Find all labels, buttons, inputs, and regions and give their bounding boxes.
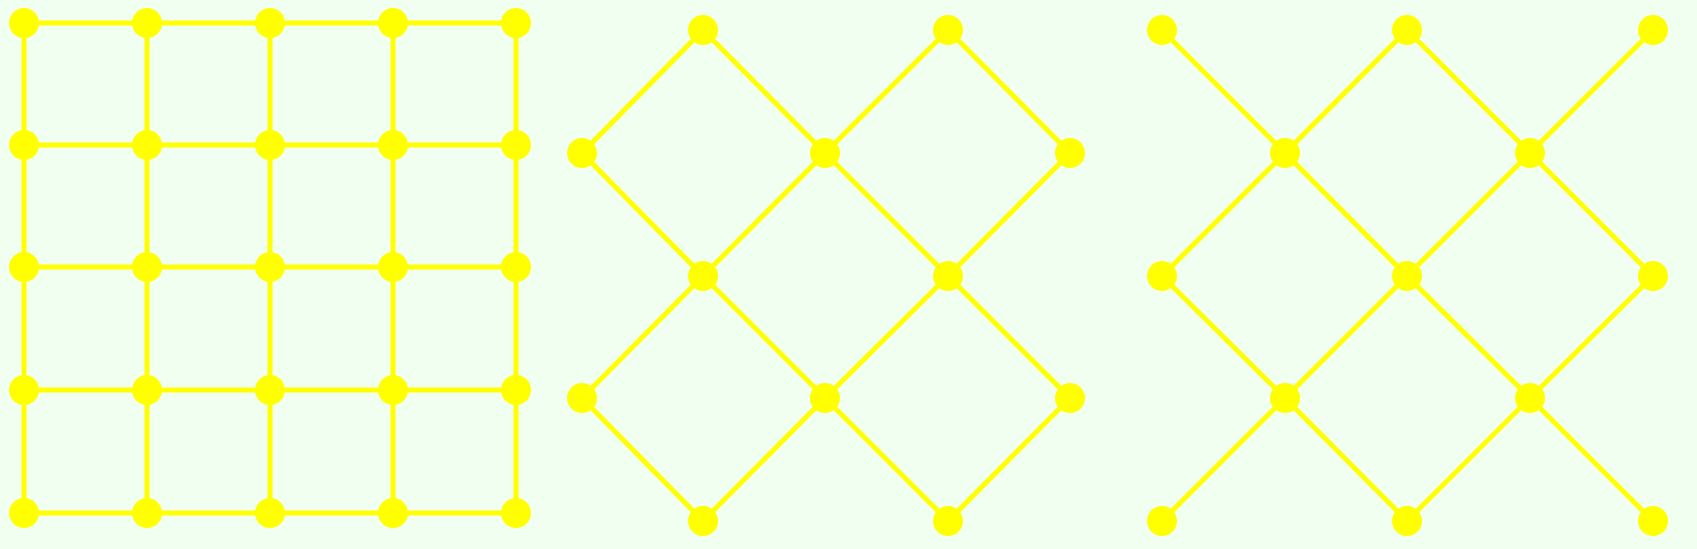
x-lattice-node [1270,383,1300,413]
diamond-edge [822,273,951,401]
grid-node [501,252,531,282]
grid-node [9,252,39,282]
diamond-edge [579,150,706,279]
diamond-node [810,138,840,168]
x-lattice-edge [1404,395,1533,524]
x-lattice-diagram [1147,15,1668,536]
grid-node [9,130,39,160]
diamond-node [1055,383,1085,413]
x-lattice-node [1392,261,1422,291]
diamond-edge [945,395,1073,524]
x-lattice-edge [1527,27,1656,156]
grid-node [255,252,285,282]
x-lattice-edge [1159,273,1288,401]
diamond-edge [700,273,828,401]
diamond-node [688,506,718,536]
x-lattice-node [1392,506,1422,536]
grid-node [378,8,408,38]
diamond-edge [700,395,828,524]
x-lattice-edge [1282,395,1410,524]
diamond-lattice-diagram [567,15,1085,536]
grid-node [255,498,285,528]
diamond-node [810,383,840,413]
x-lattice-edge [1527,273,1656,401]
diamond-node [933,506,963,536]
diamond-node [567,383,597,413]
grid-node [9,375,39,405]
diamond-node [688,261,718,291]
square-grid-diagram [9,8,531,528]
x-lattice-edge [1527,395,1656,524]
grid-node [255,130,285,160]
diamond-edge [579,273,706,401]
grid-node [378,375,408,405]
x-lattice-edge [1159,150,1288,279]
diamond-node [688,15,718,45]
diamond-edge [700,27,828,156]
x-lattice-edge [1404,27,1533,156]
x-lattice-edge [1159,395,1288,524]
diamond-edge [822,27,951,156]
grid-node [501,375,531,405]
x-lattice-node [1638,506,1668,536]
grid-node [255,375,285,405]
x-lattice-node [1638,15,1668,45]
diamond-edge [945,27,1073,156]
x-lattice-node [1638,261,1668,291]
grid-node [255,8,285,38]
x-lattice-node [1147,15,1177,45]
x-lattice-edge [1282,27,1410,156]
x-lattice-node [1270,138,1300,168]
x-lattice-edge [1404,150,1533,279]
grid-node [132,130,162,160]
x-lattice-node [1515,138,1545,168]
diamond-edge [945,273,1073,401]
diamond-node [1055,138,1085,168]
grid-node [9,498,39,528]
grid-node [501,498,531,528]
diamond-edge [822,395,951,524]
grid-node [378,252,408,282]
grid-node [132,8,162,38]
diamond-node [567,138,597,168]
grid-node [378,130,408,160]
diamond-edge [822,150,951,279]
x-lattice-node [1147,506,1177,536]
diamond-node [933,15,963,45]
x-lattice-edge [1527,150,1656,279]
x-lattice-edge [1282,273,1410,401]
diamond-edge [579,27,706,156]
grid-node [132,252,162,282]
diamond-node [933,261,963,291]
grid-node [132,375,162,405]
grid-node [501,130,531,160]
grid-node [378,498,408,528]
grid-node [9,8,39,38]
diamond-edge [945,150,1073,279]
grid-node [501,8,531,38]
x-lattice-node [1392,15,1422,45]
grid-node [132,498,162,528]
x-lattice-node [1147,261,1177,291]
diamond-edge [579,395,706,524]
x-lattice-edge [1159,27,1288,156]
x-lattice-edge [1404,273,1533,401]
x-lattice-node [1515,383,1545,413]
x-lattice-edge [1282,150,1410,279]
diamond-edge [700,150,828,279]
